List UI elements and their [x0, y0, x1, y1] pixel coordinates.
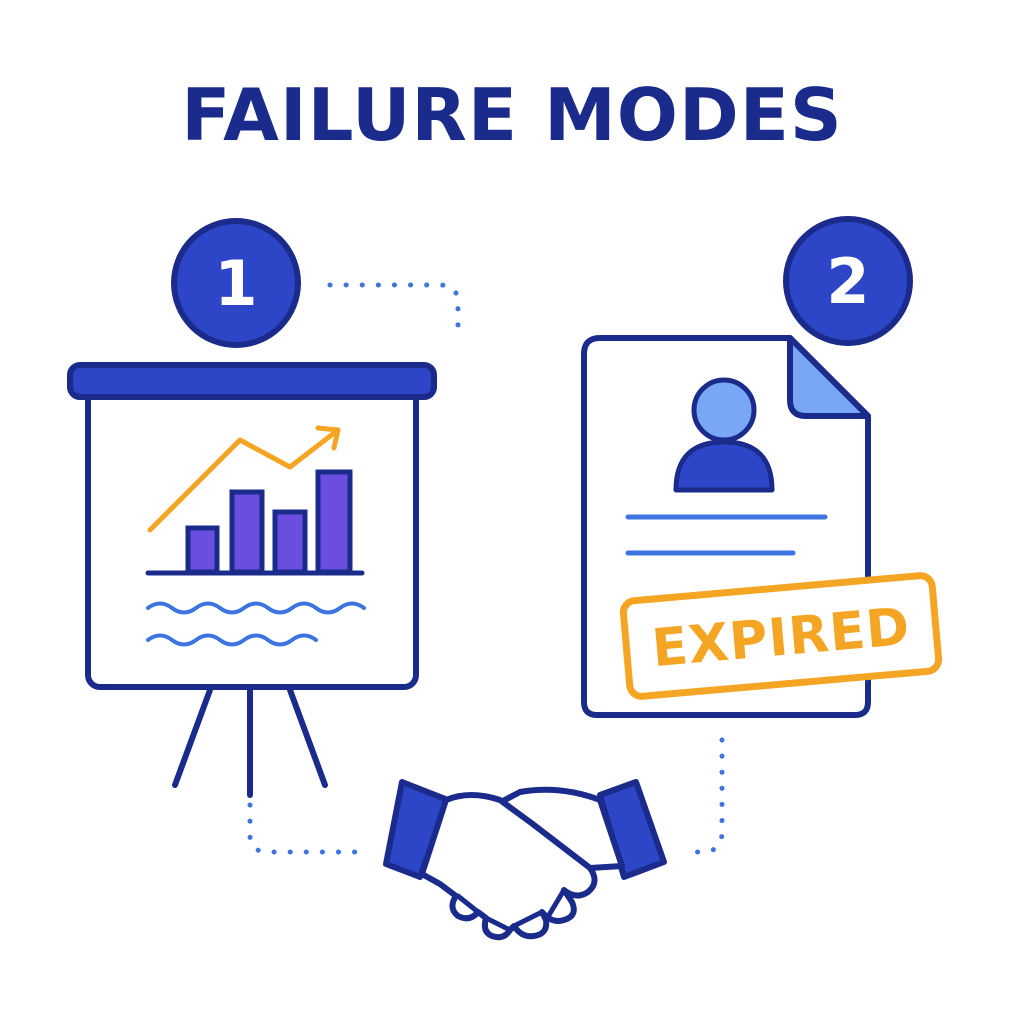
dotted-connectors	[247, 282, 725, 855]
presentation-easel-icon	[67, 362, 437, 798]
handshake-icon	[383, 779, 667, 941]
person-icon	[673, 377, 775, 493]
connector-bottom-left	[247, 802, 363, 855]
trend-arrow-icon	[147, 425, 341, 533]
expired-document-icon: EXPIRED	[581, 335, 943, 718]
step-1-badge: 1	[171, 218, 301, 348]
expired-stamp: EXPIRED	[619, 572, 943, 700]
connector-top	[327, 282, 461, 343]
step-2-number: 2	[826, 245, 869, 318]
step-2-badge: 2	[783, 216, 913, 346]
wavy-lines-icon	[146, 601, 366, 647]
step-1-number: 1	[214, 247, 257, 320]
page-title: FAILURE MODES	[181, 73, 843, 157]
connector-bottom-right	[679, 737, 725, 855]
